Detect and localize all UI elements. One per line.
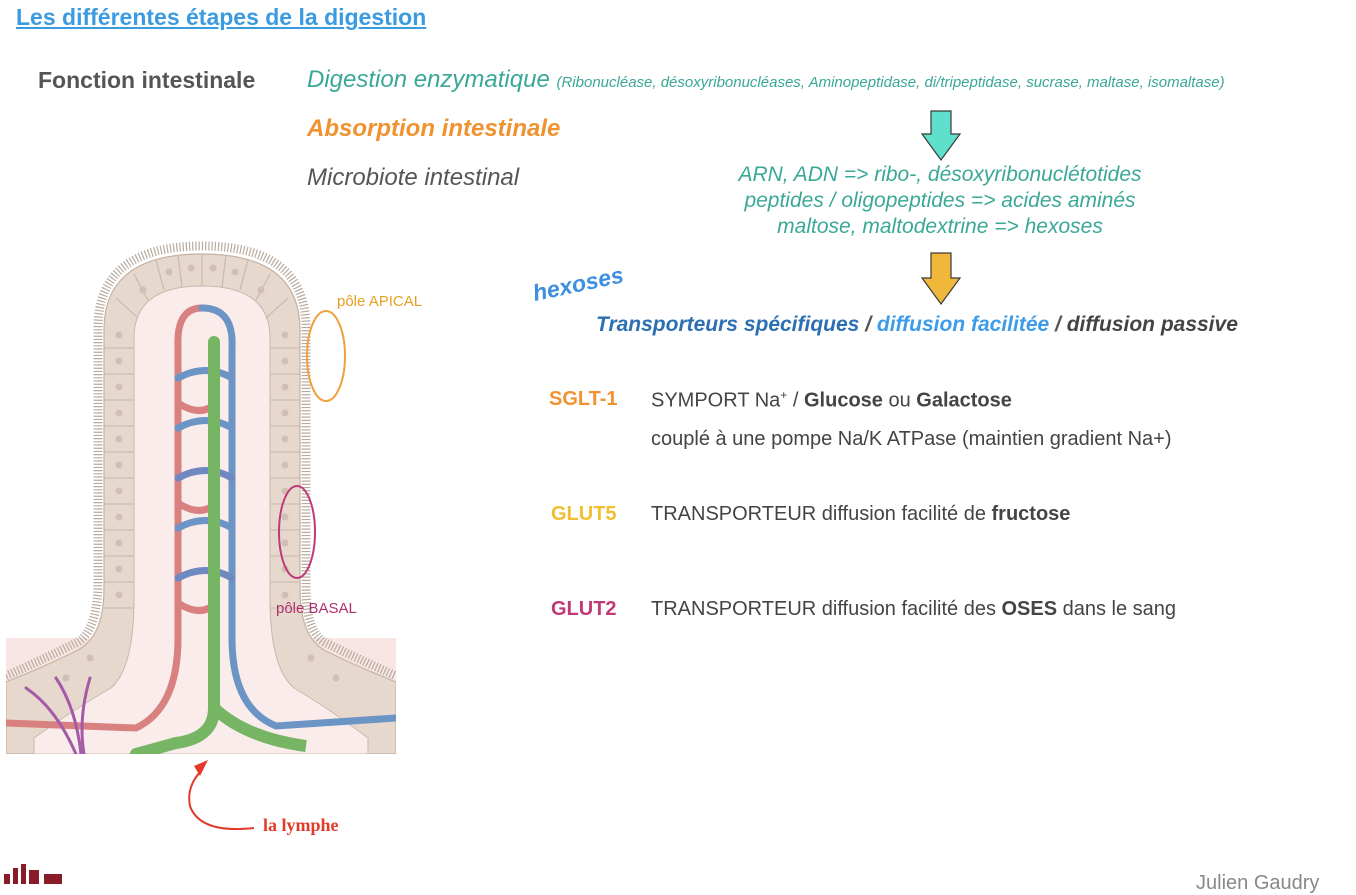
sglt1-description: SYMPORT Na+ / Glucose ou Galactose: [651, 388, 1012, 413]
sglt1-line2: couplé à une pompe Na/K ATPase (maintien…: [651, 428, 1172, 450]
conversion-line-1: ARN, ADN => ribo-, désoxyribonuclétotide…: [738, 163, 1142, 186]
sglt1-mid: /: [787, 389, 804, 412]
glut2-suffix: dans le sang: [1057, 598, 1177, 620]
down-arrow-icon: [920, 110, 962, 162]
enzyme-list: (Ribonucléase, désoxyribonucléases, Amin…: [556, 74, 1225, 91]
glut5-code: GLUT5: [551, 503, 617, 525]
sglt1-or: ou: [882, 389, 917, 412]
sglt1-glucose: Glucose: [803, 389, 883, 412]
function-label: Fonction intestinale: [38, 67, 256, 93]
digestion-label: Digestion enzymatique: [307, 66, 550, 93]
microbiote-intestinal: Microbiote intestinal: [307, 164, 520, 191]
glut2-oses: OSES: [1001, 598, 1058, 620]
transport-passive: diffusion passive: [1066, 313, 1238, 336]
pole-apical-label: pôle APICAL: [337, 293, 423, 310]
down-arrow-icon: [920, 252, 962, 306]
intestinal-villus-illustration: [6, 241, 396, 754]
sglt1-prefix: SYMPORT Na: [651, 389, 781, 412]
page-title: Les différentes étapes de la digestion: [16, 4, 427, 30]
conversion-line-3: maltose, maltodextrine => hexoses: [777, 215, 1103, 238]
glut2-code: GLUT2: [551, 598, 617, 620]
glut5-fructose: fructose: [991, 503, 1071, 525]
glut2-description: TRANSPORTEUR diffusion facilité des OSES…: [651, 598, 1176, 621]
digestion-enzymatique: Digestion enzymatique (Ribonucléase, dés…: [307, 66, 1225, 94]
separator: /: [859, 313, 877, 336]
lymph-label: la lymphe: [263, 815, 339, 835]
transport-facilitated: diffusion facilitée: [876, 313, 1050, 336]
lymph-arrow-icon: [188, 760, 255, 830]
sglt1-galactose: Galactose: [916, 389, 1012, 412]
transport-types: Transporteurs spécifiques / diffusion fa…: [596, 313, 1238, 337]
glut5-description: TRANSPORTEUR diffusion facilité de fruct…: [651, 503, 1070, 526]
transport-specific: Transporteurs spécifiques: [596, 313, 860, 336]
pole-basal-label: pôle BASAL: [276, 600, 357, 617]
separator: /: [1049, 313, 1067, 336]
sglt1-code: SGLT-1: [549, 388, 618, 410]
conversion-line-2: peptides / oligopeptides => acides aminé…: [744, 189, 1136, 212]
logo-icon: [4, 864, 62, 884]
absorption-intestinale: Absorption intestinale: [307, 115, 561, 142]
hexoses-label: hexoses: [530, 261, 626, 307]
glut2-text: TRANSPORTEUR diffusion facilité des: [651, 598, 1002, 620]
sglt1-sup: +: [780, 388, 788, 402]
glut5-text: TRANSPORTEUR diffusion facilité de: [651, 503, 992, 525]
